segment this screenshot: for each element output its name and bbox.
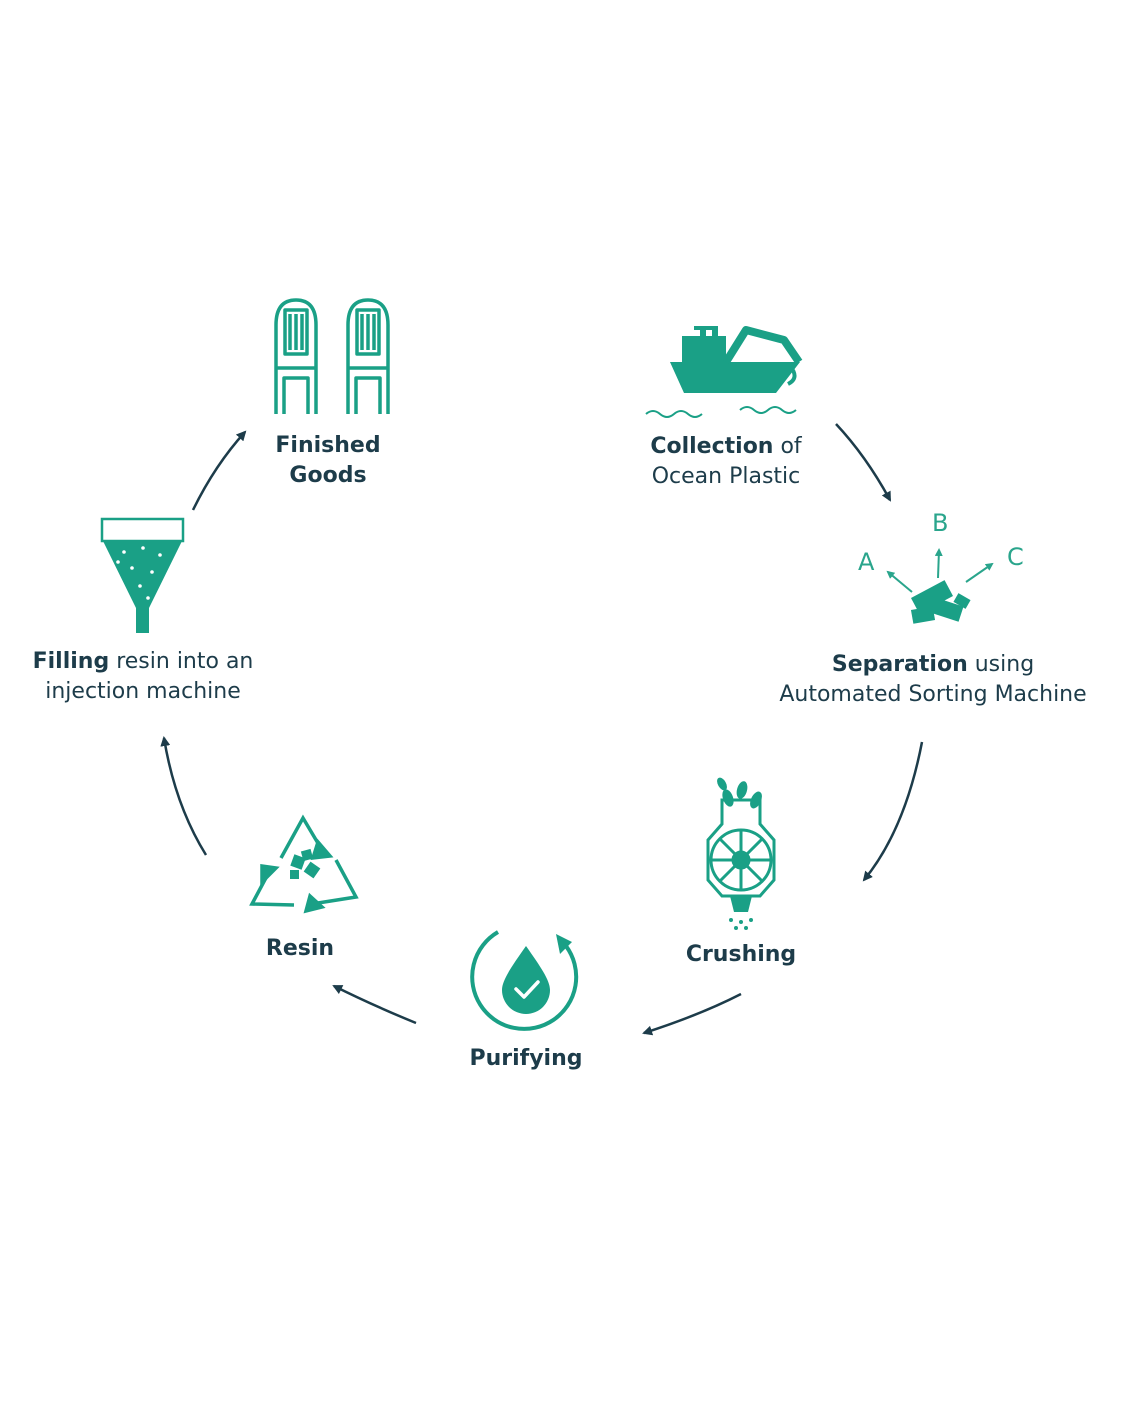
chair-right-icon <box>346 298 390 414</box>
label-finished: Finished Goods <box>258 431 398 491</box>
chairs-icon <box>274 298 390 414</box>
label-purifying: Purifying <box>446 1044 606 1074</box>
label-finished-line2: Goods <box>289 463 367 488</box>
hopper-icon <box>100 517 185 633</box>
label-purifying-bold: Purifying <box>469 1046 583 1071</box>
arrow-collection-to-separation <box>835 423 892 502</box>
crusher-icon <box>706 777 776 930</box>
arrow-purifying-to-resin <box>332 984 417 1025</box>
arrow-crushing-to-purifying <box>642 992 742 1036</box>
sort-label-c: C <box>1007 543 1024 571</box>
label-separation-line2: Automated Sorting Machine <box>779 682 1087 707</box>
label-filling: Filling resin into an injection machine <box>14 647 272 707</box>
label-separation-rest: using <box>967 652 1035 677</box>
label-separation: Separation using Automated Sorting Machi… <box>752 650 1114 710</box>
arrow-filling-to-finished <box>191 430 247 511</box>
arrow-separation-to-crushing <box>862 741 924 882</box>
sort-label-a: A <box>858 548 875 576</box>
label-collection-line2: Ocean Plastic <box>651 464 801 489</box>
droplet-cycle-icon <box>470 930 579 1031</box>
label-resin-bold: Resin <box>265 936 335 961</box>
sorting-icon: A B C <box>858 509 1024 624</box>
ship-crane-icon <box>645 326 803 418</box>
label-collection-rest: of <box>773 434 802 459</box>
label-filling-rest: resin into an <box>109 649 254 674</box>
label-crushing-bold: Crushing <box>685 942 797 967</box>
label-filling-bold: Filling <box>32 649 110 674</box>
label-crushing: Crushing <box>661 940 821 970</box>
sort-label-b: B <box>932 509 948 537</box>
label-separation-bold: Separation <box>831 652 968 677</box>
label-filling-line2: injection machine <box>45 679 241 704</box>
label-collection-bold: Collection <box>650 434 774 459</box>
label-resin: Resin <box>240 934 360 964</box>
arrow-resin-to-filling <box>160 736 208 856</box>
label-collection: Collection of Ocean Plastic <box>616 432 836 492</box>
chair-left-icon <box>274 298 318 414</box>
recycle-icon <box>249 814 359 914</box>
label-finished-bold: Finished <box>275 433 381 458</box>
